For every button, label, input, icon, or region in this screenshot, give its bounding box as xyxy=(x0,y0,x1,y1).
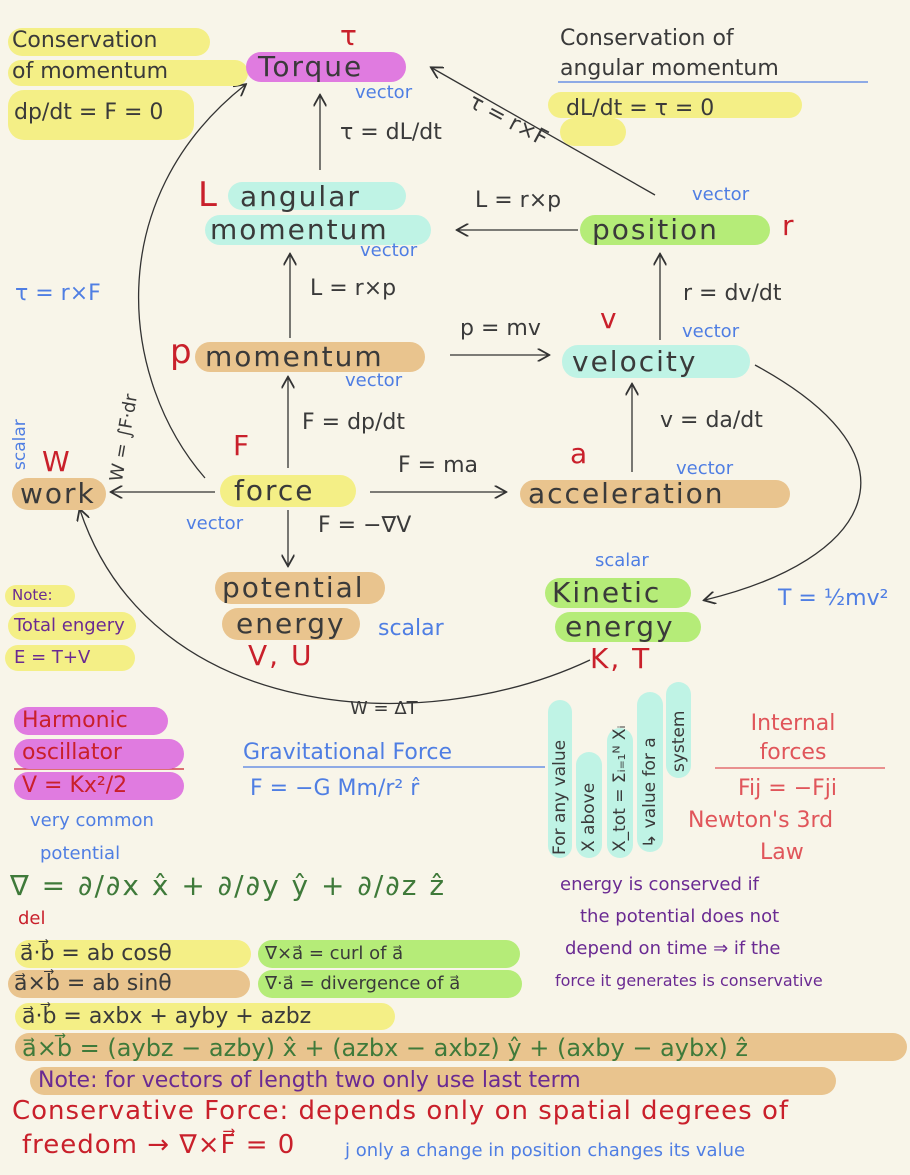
velocity-node: velocity xyxy=(572,345,698,378)
potential-symbol: V, U xyxy=(248,639,314,672)
dot-components: a⃗·b⃗ = axbx + ayby + azbz xyxy=(22,1004,312,1029)
arrow-kinetic-to-work xyxy=(80,510,591,704)
conservation-angular-title: Conservation of xyxy=(560,26,734,51)
momentum-node: momentum xyxy=(205,340,384,373)
kinetic-type: scalar xyxy=(595,550,649,571)
conservation-momentum-title-2: of momentum xyxy=(12,59,168,84)
conservation-angular-title-2: angular momentum xyxy=(560,56,779,81)
r-dv-dt: r = dv/dt xyxy=(683,281,782,306)
conservative-force-definition: Conservative Force: depends only on spat… xyxy=(12,1096,790,1126)
gravitational-title: Gravitational Force xyxy=(243,740,453,765)
kinetic-node: Kinetic xyxy=(552,576,662,609)
l-rxp-mid: L = r×p xyxy=(310,276,397,301)
conservative-force-curl: freedom → ∇×F⃗ = 0 xyxy=(22,1130,296,1160)
conservation-momentum-eq: dp/dt = F = 0 xyxy=(14,100,164,125)
system-value-line-4: ↳ value for a xyxy=(640,737,660,848)
harmonic-title: Harmonic xyxy=(22,708,128,733)
l-rxp-top: L = r×p xyxy=(475,188,562,213)
acceleration-node: acceleration xyxy=(528,477,725,510)
energy-note-4: force it generates is conservative xyxy=(555,971,823,990)
energy-note-2: the potential does not xyxy=(580,906,780,927)
f-dp-dt: F = dp/dt xyxy=(302,410,406,435)
p-mv: p = mv xyxy=(460,316,541,341)
del-label: del xyxy=(18,908,46,929)
acceleration-symbol: a xyxy=(570,437,590,470)
total-energy-label: Total engery xyxy=(14,615,125,636)
position-node: position xyxy=(592,213,719,246)
harmonic-note: very common xyxy=(30,810,154,831)
del-definition: ∇ = ∂/∂x x̂ + ∂/∂y ŷ + ∂/∂z ẑ xyxy=(10,869,447,902)
f-ma: F = ma xyxy=(398,453,478,478)
momentum-type: vector xyxy=(345,370,403,391)
arrow-velocity-to-kinetic xyxy=(705,364,862,600)
newtons-third-law: Newton's 3rd xyxy=(688,808,834,833)
system-value-line-3: X_tot = Σᵢ₌₁ᴺ Xᵢ xyxy=(610,725,630,852)
arrow-position-to-torque xyxy=(432,68,656,196)
v-da-dt: v = da/dt xyxy=(660,408,763,433)
cross-components: a⃗×b⃗ = (aybz − azby) x̂ + (azbx − axbz)… xyxy=(22,1034,748,1062)
dot-product: a⃗·b⃗ = ab cosθ xyxy=(20,941,172,966)
torque-type: vector xyxy=(355,82,413,103)
cross-note: Note: for vectors of length two only use… xyxy=(38,1068,581,1093)
harmonic-title-2: oscillator xyxy=(22,740,122,765)
energy-note-3: depend on time ⇒ if the xyxy=(565,938,781,959)
t-half-mv2: T = ½mv² xyxy=(778,586,889,611)
system-value-line-1: For any value xyxy=(550,739,570,855)
total-energy-note: Note: xyxy=(12,586,53,604)
force-type: vector xyxy=(186,513,244,534)
w-delta-t: W = ΔT xyxy=(350,698,418,719)
harmonic-eq: V = Kx²/2 xyxy=(22,773,128,798)
internal-forces-eq: Fij = −Fji xyxy=(738,776,838,801)
velocity-symbol: v xyxy=(600,302,619,335)
potential-node: potential xyxy=(222,571,365,604)
arrow-force-to-torque xyxy=(137,85,245,479)
force-node: force xyxy=(234,474,315,507)
position-symbol: r xyxy=(782,209,796,242)
harmonic-note-2: potential xyxy=(40,843,121,864)
conservation-momentum-title: Conservation xyxy=(12,28,158,53)
conservative-force-aside: j only a change in position changes its … xyxy=(345,1140,746,1161)
work-type: scalar xyxy=(10,419,30,470)
angular-node-2: momentum xyxy=(210,213,389,246)
angular-node: angular xyxy=(240,180,361,213)
f-grad-v: F = −∇V xyxy=(318,513,412,538)
force-symbol: F xyxy=(233,429,252,462)
newtons-third-law-2: Law xyxy=(760,840,804,865)
gravitational-eq: F = −G Mm/r² r̂ xyxy=(250,776,420,801)
potential-type: scalar xyxy=(378,616,444,641)
tau-rxf-left: τ = r×F xyxy=(15,281,101,306)
system-value-line-5: system xyxy=(669,710,689,772)
potential-node-2: energy xyxy=(236,607,346,640)
acceleration-type: vector xyxy=(676,458,734,479)
system-value-line-2: X above xyxy=(579,782,599,852)
internal-forces-title: Internal forces xyxy=(750,711,836,765)
work-node: work xyxy=(20,477,96,510)
angular-symbol: L xyxy=(198,175,219,215)
conservation-angular-eq: dL/dt = τ = 0 xyxy=(566,96,715,121)
cross-product: a⃗×b⃗ = ab sinθ xyxy=(14,971,172,996)
kinetic-node-2: energy xyxy=(565,610,675,643)
angular-type: vector xyxy=(360,240,418,261)
tau-dl-dt: τ = dL/dt xyxy=(340,120,442,145)
torque-node: Torque xyxy=(258,50,364,83)
energy-note-1: energy is conserved if xyxy=(560,874,759,895)
divergence: ∇·a⃗ = divergence of a⃗ xyxy=(265,973,461,994)
velocity-type: vector xyxy=(682,321,740,342)
momentum-symbol: p xyxy=(170,332,194,372)
curl: ∇×a⃗ = curl of a⃗ xyxy=(265,943,404,964)
position-type: vector xyxy=(692,184,750,205)
total-energy-eq: E = T+V xyxy=(14,647,91,668)
torque-symbol: τ xyxy=(340,19,359,52)
work-symbol: W xyxy=(42,445,72,478)
kinetic-symbol: K, T xyxy=(590,642,652,675)
